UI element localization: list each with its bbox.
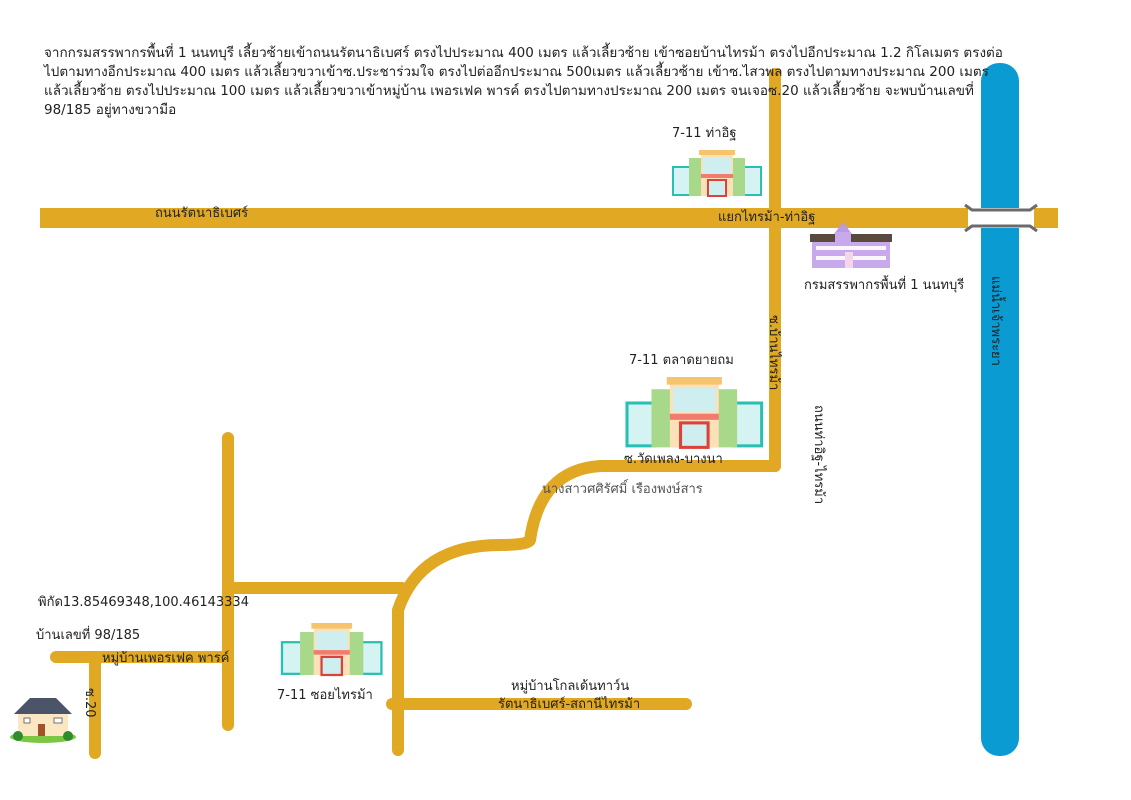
house-icon (10, 698, 76, 743)
convenience-store-icon (625, 377, 764, 449)
label-wat-phleng-road: ซ.วัดเพลง-บางนา (624, 452, 723, 467)
bridge-icon (964, 203, 1038, 233)
convenience-store-icon (672, 150, 762, 197)
convenience-store-icon (280, 623, 383, 677)
label-7-11-soi-saima: 7-11 ซอยไทรม้า (277, 688, 373, 703)
label-7-11-market: 7-11 ตลาดยายถม (629, 353, 734, 368)
directions-text: จากกรมสรรพากรพื้นที่ 1 นนทบุรี เลี้ยวซ้า… (44, 45, 1003, 118)
label-perfect-park: หมู่บ้านเพอรเฟค พารค์ (102, 651, 230, 666)
label-river: แม่น้ำเจ้าพระยา (988, 276, 1003, 366)
label-junction: แยกไทรม้า-ท่าอิฐ (718, 210, 816, 225)
river (981, 63, 1019, 756)
road-wat-phleng-bangna (392, 460, 781, 756)
label-golden-town: หมู่บ้านโกลเด้นทาว์น (511, 679, 630, 694)
label-owner: นางสาวศศิรัศมิ์ เรืองพงษ์สาร (542, 482, 703, 497)
label-soi-ban-saima: ซ.บ้านไทรม้า (766, 315, 781, 391)
label-house-number: บ้านเลขที่ 98/185 (36, 628, 141, 643)
label-rattanathibet-road: ถนนรัตนาธิเบศร์ (155, 206, 249, 221)
label-golden-town-road: รัตนาธิเบศร์-สถานีไทรม้า (498, 697, 641, 712)
government-office-icon (810, 222, 892, 268)
label-revenue-office: กรมสรรพากรพื้นที่ 1 นนทบุรี (804, 278, 965, 293)
label-7-11-thaiit: 7-11 ท่าอิฐ (672, 126, 737, 141)
label-coordinates: พิกัด13.85469348,100.46143334 (38, 595, 249, 610)
label-soi-20: ซ.20 (82, 688, 97, 718)
label-thaiit-saima-road: ถนนท่าอิฐ-ไทรม้า (811, 405, 826, 505)
